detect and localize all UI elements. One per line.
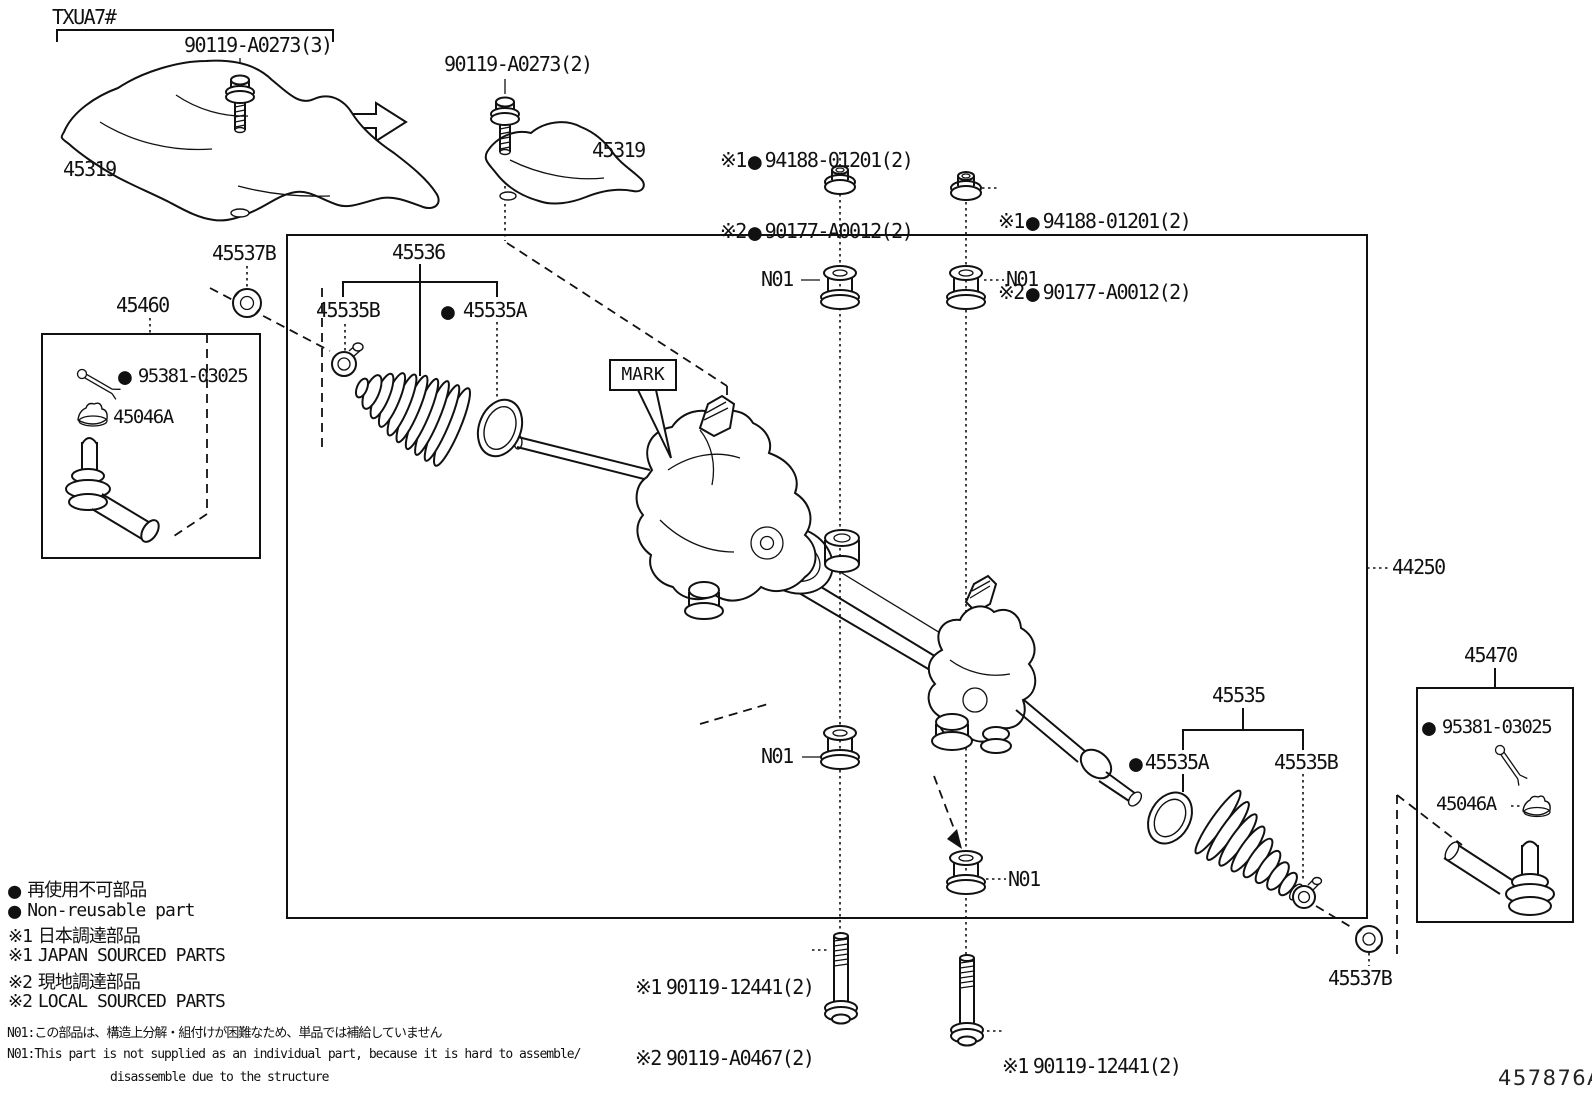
grommet-icon-bottom-right [947,851,985,894]
part-label-45535A-bottom: ●45535A [1129,750,1210,777]
note-n01-en-2: disassemble due to the structure [110,1070,329,1085]
boot-right-bracket [1183,730,1303,750]
cotter-pin-icon-left [76,367,122,400]
grommet-icon-bottom-left [821,726,859,769]
part-label-45460: 45460 [116,293,170,317]
variant-model-code: TXUA7# [52,5,117,29]
part-label-45470: 45470 [1464,643,1518,667]
mount-nut-labels-right: ※1●94188-01201(2) ※2●90177-A0012(2) [998,209,1192,307]
steering-gear-drawing [514,396,1144,808]
tie-rod-right-box [1417,688,1573,922]
part-label-45319-1: 45319 [63,157,117,181]
boot-left-drawing [332,343,530,469]
legend-nonreusable-en: ●Non-reusable part [8,899,195,924]
part-label-shield-bolt-2: 90119-A0273(2) [444,52,593,76]
flange-nut-icon-left [825,166,855,194]
part-label-45319-2: 45319 [592,138,646,162]
pin-label-left: ●95381-03025 [118,364,249,390]
diagram-code: 457876A [1498,1066,1592,1090]
part-label-45535B-top: 45535B [316,298,381,322]
legend-nonreusable-jp: ●再使用不可部品 [8,879,147,904]
nut-label-45046A-right: 45046A [1436,793,1497,815]
pin-label-right: ●95381-03025 [1422,715,1553,741]
part-label-45535B-bottom: 45535B [1274,750,1339,774]
grommet-icon-top-left [821,266,859,309]
variant-bracket [57,30,333,42]
grommet-label-top-right: N01 [1006,267,1039,291]
part-label-44250: 44250 [1392,555,1446,579]
boot-right-drawing [1139,785,1321,908]
grommet-label-bottom-left: N01 [761,744,794,768]
part-label-45535: 45535 [1212,683,1266,707]
rack-bolt-icon-right [951,955,983,1046]
boot-clamp-icon-left [332,343,363,376]
boot-ring-icon-right [1139,785,1201,852]
tie-rod-end-right-drawing [1442,743,1554,915]
heat-shield-mid-drawing [486,122,644,203]
locknut-icon-right [1356,926,1382,952]
boot-left-bracket [343,282,497,297]
dashed-arrowhead [947,829,962,849]
part-label-shield-bolt-1: 90119-A0273(3) [184,33,333,57]
nut-label-45046A-left: 45046A [113,406,174,428]
tie-rod-left-box [42,334,260,558]
part-label-45536: 45536 [392,240,446,264]
mark-label: MARK [621,364,665,385]
locknut-icon-left [233,289,261,317]
flange-nut-icon-right [951,172,981,200]
castle-nut-icon-left [78,403,107,426]
flange-bolt-icon-left [226,76,254,133]
frames-and-brackets [42,30,1573,922]
boot-ring-icon-left [470,394,529,463]
flange-bolt-icon-mid [491,98,519,155]
part-label-45535A-top: ●45535A [441,298,528,325]
rack-bolt-icon-left [825,933,857,1024]
gear-assy-box [287,235,1367,918]
note-n01-en-1: N01:This part is not supplied as an indi… [7,1047,581,1062]
grommet-icon-top-right [947,266,985,309]
mount-nut-labels-left: ※1●94188-01201(2) ※2●90177-A0012(2) [720,148,914,246]
tie-rod-end-left-drawing [66,367,162,545]
grommet-label-top-left: N01 [761,267,794,291]
part-label-45537B-right: 45537B [1328,966,1393,990]
boot-clamp-icon-right [1293,878,1322,909]
mark-callout [610,360,676,458]
castle-nut-icon-right [1523,796,1550,816]
part-label-45537B-left: 45537B [212,241,277,265]
grommet-label-bottom-right: N01 [1008,867,1041,891]
heat-shield-left-drawing [62,61,439,221]
note-n01-jp: N01:この部品は、構造上分解・組付けが困難なため、単品では補給していません [7,1026,443,1041]
cotter-pin-icon-right [1493,743,1528,786]
